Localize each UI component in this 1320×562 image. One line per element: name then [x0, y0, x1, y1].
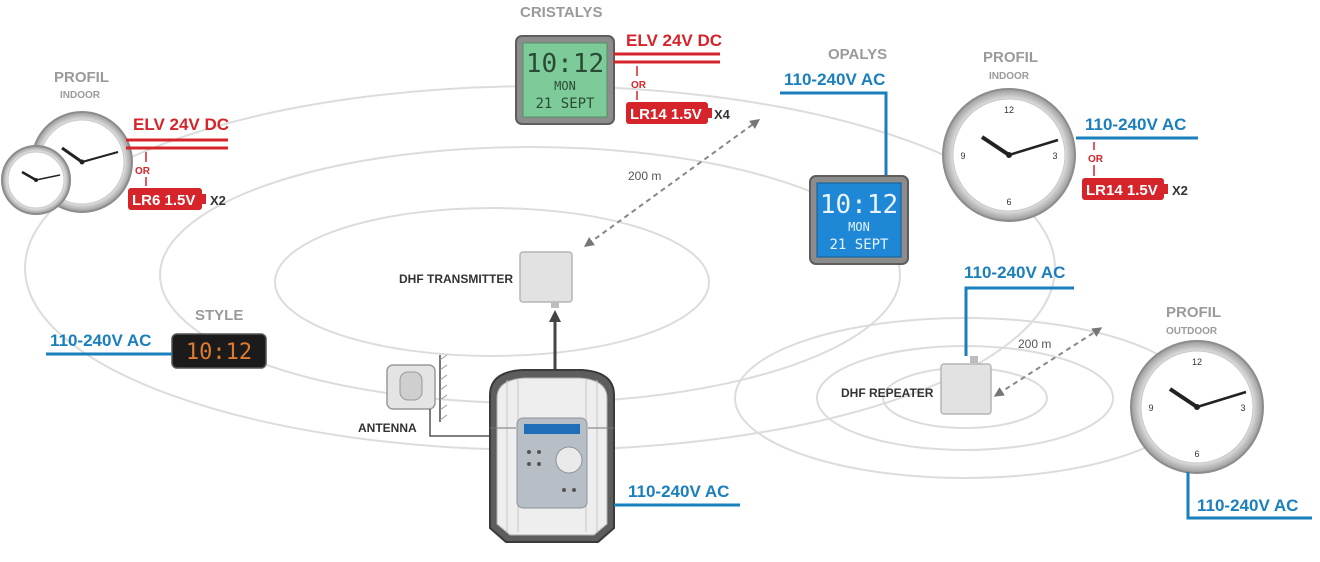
transmitter-box	[519, 251, 573, 303]
cristalys-screen	[522, 42, 608, 118]
profil-right-qty: X2	[1172, 183, 1188, 198]
profil-outdoor-title: PROFIL	[1166, 304, 1221, 321]
style-title: STYLE	[195, 307, 243, 324]
profil-right-numeral-6: 6	[1006, 197, 1011, 207]
antenna-label: ANTENNA	[358, 421, 417, 435]
opalys-time: 10:12	[820, 190, 898, 220]
cristalys-battery-tip	[708, 108, 712, 118]
profil-right-numeral-12: 12	[1004, 105, 1014, 115]
cristalys-title: CRISTALYS	[520, 4, 603, 21]
profil-left-battery-tip	[202, 194, 206, 204]
profil-right-clock: 12 3 6 9	[942, 88, 1076, 222]
profil-right-numeral-3: 3	[1052, 151, 1057, 161]
profil-right-sub: INDOOR	[989, 71, 1030, 82]
profil-outdoor-power: 110-240V AC	[1197, 496, 1298, 515]
opalys-day: MON	[848, 220, 870, 234]
profil-left-or: OR	[135, 166, 151, 177]
distance-label-main: 200 m	[628, 169, 661, 183]
repeater-power: 110-240V AC	[964, 263, 1065, 282]
cristalys-day: MON	[554, 79, 576, 93]
cristalys-battery-icon	[626, 102, 708, 124]
profil-right-numeral-9: 9	[960, 151, 965, 161]
profil-right-title: PROFIL	[983, 49, 1038, 66]
master-clock-unit	[489, 369, 615, 543]
profil-outdoor-numeral-12: 12	[1192, 357, 1202, 367]
profil-outdoor-sub: OUTDOOR	[1166, 326, 1218, 337]
opalys-clock: 10:12 MON 21 SEPT	[809, 175, 909, 265]
opalys-date: 21 SEPT	[829, 237, 889, 253]
cristalys-qty: X4	[714, 107, 731, 122]
profil-left-battery-icon	[128, 188, 202, 210]
profil-left-sub: INDOOR	[60, 90, 101, 101]
profil-outdoor-numeral-6: 6	[1194, 449, 1199, 459]
profil-left-title: PROFIL	[54, 69, 109, 86]
repeater-label: DHF REPEATER	[841, 386, 934, 400]
opalys-screen	[816, 182, 902, 258]
profil-right-battery-icon	[1082, 178, 1164, 200]
radio-link-arrow	[583, 119, 761, 247]
cristalys-date: 21 SEPT	[535, 96, 595, 112]
profil-left-clock-small	[1, 145, 71, 215]
profil-right-power: 110-240V AC	[1085, 115, 1186, 134]
opalys-power: 110-240V AC	[784, 70, 885, 89]
profil-outdoor-numeral-3: 3	[1240, 403, 1245, 413]
profil-right-battery: LR14 1.5V	[1086, 182, 1158, 199]
profil-left-qty: X2	[210, 193, 226, 208]
profil-right-battery-tip	[1164, 184, 1168, 194]
repeater-box	[940, 363, 992, 415]
repeater-power-line	[964, 286, 1074, 356]
style-time: 10:12	[186, 340, 252, 365]
cristalys-power: ELV 24V DC	[626, 31, 722, 50]
master-power: 110-240V AC	[628, 482, 729, 501]
style-power: 110-240V AC	[50, 331, 151, 350]
repeater-connector	[970, 356, 978, 363]
profil-outdoor-numeral-9: 9	[1148, 403, 1153, 413]
profil-outdoor-clock: 12 3 6 9	[1130, 340, 1264, 474]
cristalys-battery: LR14 1.5V	[630, 106, 702, 123]
style-display	[171, 333, 267, 369]
cristalys-clock: CRISTALYS 10:12 MON 21 SEPT	[515, 4, 615, 125]
cristalys-time: 10:12	[526, 49, 604, 79]
profil-outdoor-power-line	[1186, 472, 1312, 520]
profil-right-or: OR	[1088, 154, 1104, 165]
antenna-unit	[386, 354, 448, 422]
opalys-title: OPALYS	[828, 46, 887, 63]
repeater-link-arrow	[993, 327, 1103, 397]
profil-left-power: ELV 24V DC	[133, 115, 229, 134]
transmitter-label: DHF TRANSMITTER	[399, 272, 513, 286]
opalys-power-line	[780, 91, 888, 176]
profil-left-battery: LR6 1.5V	[132, 192, 195, 209]
transmitter-connector	[551, 302, 559, 308]
distance-label-repeater: 200 m	[1018, 337, 1051, 351]
cristalys-or: OR	[631, 80, 647, 91]
range-ring-inner	[274, 207, 710, 357]
